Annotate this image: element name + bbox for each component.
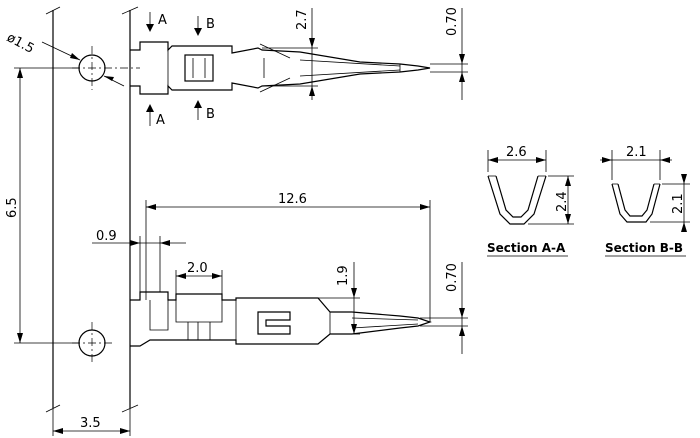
section-b-title: Section B-B [605,241,683,255]
overall-length-label: 12.6 [278,192,307,207]
dim-overall-length: 12.6 [145,192,431,322]
section-a-height-label: 2.4 [555,191,570,212]
section-label-b-bottom: B [206,107,215,122]
section-b-height-label: 2.1 [671,193,686,214]
section-a-a: 2.6 2.4 Section A-A [487,145,574,257]
section-label-a-top: A [158,13,167,28]
section-label-b-top: B [206,17,215,32]
carrier-offset-label: 0.9 [96,229,117,244]
crimp-length-label: 2.0 [187,261,208,276]
dim-tip-thickness-bottom: 0.70 [420,262,468,354]
pitch-label: 6.5 [5,197,20,218]
dim-tip-thickness-top: 0.70 [430,7,468,100]
dim-tip-width-top: 2.7 [262,8,318,100]
dim-contact-height: 1.9 [318,262,360,335]
tip-width-top-label: 2.7 [295,9,310,30]
tip-thickness-top-label: 0.70 [445,7,460,36]
dim-carrier-width: 3.5 [52,408,131,436]
section-marker-b-bottom: B [194,100,215,122]
dim-pitch: 6.5 [5,67,80,344]
dim-carrier-offset: 0.9 [92,229,186,292]
terminal-side-view [130,291,432,347]
tip-thickness-bottom-label: 0.70 [445,263,460,292]
section-label-a-bottom: A [156,113,165,128]
section-a-title: Section A-A [487,241,566,255]
section-marker-b-top: B [194,16,215,36]
contact-height-label: 1.9 [336,265,351,286]
section-b-b: 2.1 2.1 Section B-B [600,145,690,257]
terminal-top-view [130,41,431,95]
section-marker-a-bottom: A [146,104,165,128]
section-b-width-label: 2.1 [626,145,647,160]
section-marker-a-top: A [146,12,167,32]
dim-crimp-length: 2.0 [175,261,223,294]
carrier-width-label: 3.5 [80,416,101,431]
hole-diameter-label: ø1.5 [4,30,36,57]
section-a-width-label: 2.6 [506,145,527,160]
